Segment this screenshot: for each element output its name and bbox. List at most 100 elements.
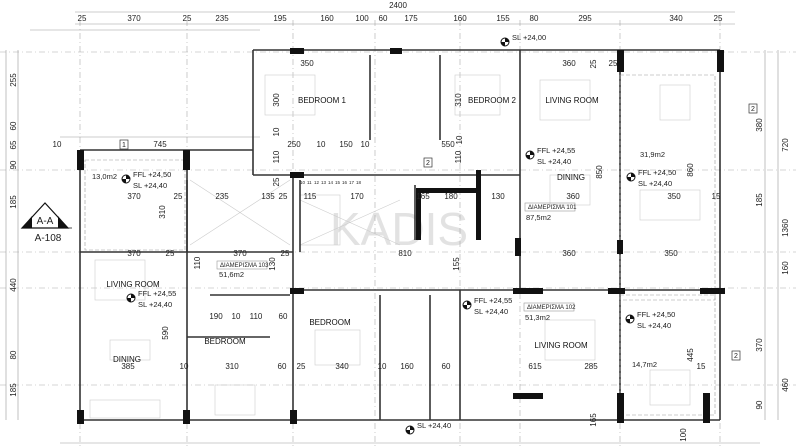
apartment-label-103: ΔΙΑΜΕΡΙΣΜΑ 103 xyxy=(220,263,269,269)
left-dimension: 65 xyxy=(9,140,18,149)
structural-column xyxy=(700,288,725,294)
inner-dimension: 100 xyxy=(679,428,688,442)
inner-dimension: 350 xyxy=(667,192,681,201)
inner-dimension: 10 xyxy=(361,140,370,149)
level-value: SL +24,40 xyxy=(537,157,571,166)
top-dimension: 160 xyxy=(453,14,467,23)
top-dimension: 60 xyxy=(379,14,388,23)
level-value: SL +24,40 xyxy=(133,181,167,190)
structural-column xyxy=(183,410,190,424)
level-value: SL +24,40 xyxy=(474,307,508,316)
stair-step-number: 13 xyxy=(321,180,327,185)
inner-dimension: 300 xyxy=(272,93,281,107)
level-value: FFL +24,55 xyxy=(537,146,575,155)
inner-dimension: 590 xyxy=(161,326,170,340)
inner-dimension: 170 xyxy=(350,192,364,201)
inner-dimension: 370 xyxy=(233,249,247,258)
structural-column xyxy=(717,50,724,72)
section-name: A-A xyxy=(37,216,54,227)
apartment-label-101: ΔΙΑΜΕΡΙΣΜΑ 101 xyxy=(528,205,577,211)
furniture-piece xyxy=(659,84,691,121)
inner-dimension: 310 xyxy=(454,93,463,107)
top-dimension: 295 xyxy=(578,14,592,23)
furniture-piece xyxy=(89,399,161,419)
stair-step-number: 14 xyxy=(328,180,334,185)
void-cross xyxy=(189,179,291,246)
inner-dimension: 350 xyxy=(300,59,314,68)
top-dimension: 340 xyxy=(669,14,683,23)
structural-column xyxy=(608,288,625,294)
apartment-area-102: 51,3m2 xyxy=(525,313,550,322)
level-value: FFL +24,55 xyxy=(138,289,176,298)
furniture-piece xyxy=(549,174,591,206)
area-balcony-right-bottom: 14,7m2 xyxy=(632,360,657,369)
stair-step-number: 10 xyxy=(300,180,306,185)
level-marker: SL +24,40 xyxy=(405,421,451,435)
structural-column xyxy=(390,48,402,54)
stair-step-number: 11 xyxy=(307,180,312,185)
stair-step-number: 15 xyxy=(335,180,341,185)
reference-tag: 2 xyxy=(731,350,741,361)
room-bedroom-1: BEDROOM 1 xyxy=(298,96,347,105)
inner-dimension: 110 xyxy=(193,256,202,269)
top-dimension: 155 xyxy=(496,14,510,23)
inner-dimension: 10 xyxy=(272,127,281,136)
apartment-tag-103 xyxy=(216,260,268,270)
inner-dimension: 10 xyxy=(53,140,62,149)
furniture-piece xyxy=(544,319,596,361)
left-dimension: 185 xyxy=(9,195,18,209)
level-value: SL +24,00 xyxy=(512,33,546,42)
inner-dimension: 130 xyxy=(268,257,277,271)
left-dimension: 185 xyxy=(9,383,18,397)
apartment-area-103: 51,6m2 xyxy=(219,270,244,279)
stair-step-number: 18 xyxy=(356,180,362,185)
furniture-piece xyxy=(639,189,701,221)
inner-dimension: 60 xyxy=(442,362,451,371)
apartment-area-101: 87,5m2 xyxy=(526,213,551,222)
inner-dimension: 110 xyxy=(250,312,263,321)
inner-dimension: 60 xyxy=(278,362,287,371)
section-marker: A-A A-108 xyxy=(20,202,72,244)
inner-dimension: 10 xyxy=(317,140,326,149)
inner-dimension: 350 xyxy=(664,249,678,258)
level-value: FFL +24,50 xyxy=(638,168,676,177)
right-dimension: 1360 xyxy=(781,219,790,237)
structural-column xyxy=(77,150,84,170)
inner-dimension: 310 xyxy=(158,205,167,219)
stair-step-number: 16 xyxy=(342,180,348,185)
overall-dimension: 2400 xyxy=(389,1,407,10)
balcony-outline xyxy=(619,294,716,416)
room-dining-101: DINING xyxy=(557,173,585,182)
inner-dimension: 745 xyxy=(153,140,167,149)
room-living-103: LIVING ROOM xyxy=(106,280,160,289)
right-dimension: 370 xyxy=(755,338,764,352)
level-value: SL +24,40 xyxy=(138,300,172,309)
structural-column xyxy=(617,50,624,72)
balcony-outline xyxy=(619,74,716,301)
level-marker: SL +24,00 xyxy=(500,33,546,47)
inner-dimension: 360 xyxy=(566,192,580,201)
tag-number: 2 xyxy=(734,353,738,360)
structural-column xyxy=(183,150,190,170)
structural-column xyxy=(77,410,84,424)
right-dimension: 850 xyxy=(595,165,604,179)
right-dimension: 160 xyxy=(781,261,790,275)
inner-dimension: 115 xyxy=(304,192,317,201)
right-dimension: 380 xyxy=(755,118,764,132)
structural-column xyxy=(617,240,623,254)
furniture-piece xyxy=(264,74,316,116)
stair-step-number: 12 xyxy=(314,180,320,185)
inner-dimension: 25 xyxy=(609,59,618,68)
inner-dimension: 360 xyxy=(562,59,576,68)
furniture-piece xyxy=(94,259,146,301)
inner-dimension: 190 xyxy=(209,312,223,321)
room-dining-103: DINING xyxy=(113,355,141,364)
inner-dimension: 340 xyxy=(335,362,349,371)
inner-dimension: 25 xyxy=(279,192,288,201)
structural-column xyxy=(290,172,304,178)
inner-dimension: 385 xyxy=(121,362,135,371)
